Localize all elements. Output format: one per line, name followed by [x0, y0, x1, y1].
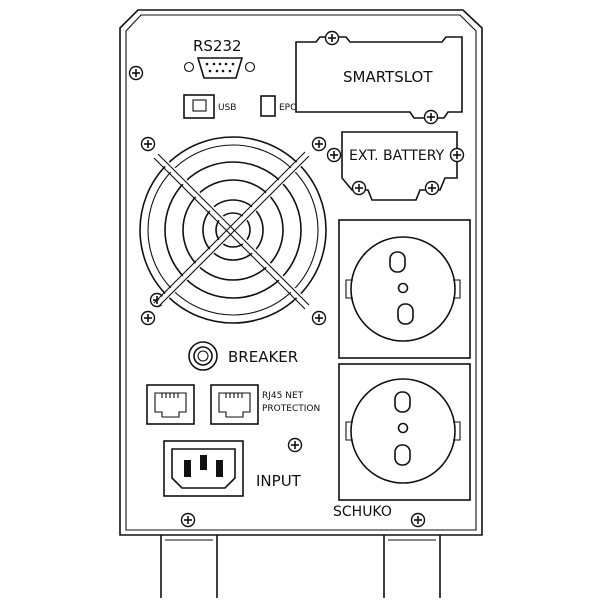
- breaker-button: [188, 341, 218, 371]
- panel-screw-icon: [311, 136, 327, 152]
- input-iec-inlet: [163, 440, 244, 497]
- ext-battery-screw-icon: [351, 180, 367, 196]
- rj45-label-line1: RJ45 NET: [262, 391, 304, 401]
- ext-battery-label: EXT. BATTERY: [349, 148, 445, 164]
- fan-grille-icon: [139, 136, 327, 324]
- input-label: INPUT: [256, 472, 302, 490]
- rj45-port-out: [210, 384, 259, 425]
- ext-battery-screw-icon: [449, 147, 465, 163]
- ext-battery-screw-icon: [326, 147, 342, 163]
- epo-connector: [260, 95, 276, 117]
- usb-label: USB: [218, 103, 236, 113]
- smartslot-screw-icon: [423, 109, 439, 125]
- schuko-label: SCHUKO: [333, 504, 392, 520]
- panel-screw-icon: [287, 437, 303, 453]
- panel-screw-icon: [180, 512, 196, 528]
- left-foot: [160, 535, 218, 598]
- schuko-socket-upper: [338, 219, 471, 359]
- epo-label: EPO: [279, 103, 297, 113]
- panel-screw-icon: [128, 65, 144, 81]
- rj45-label-line2: PROTECTION: [262, 404, 320, 414]
- right-foot: [383, 535, 441, 598]
- rj45-port-in: [146, 384, 195, 425]
- usb-port: [183, 94, 215, 119]
- rs232-port: [183, 57, 256, 79]
- rs232-label: RS232: [193, 37, 242, 55]
- schuko-socket-lower: [338, 363, 471, 501]
- panel-screw-icon: [311, 310, 327, 326]
- ext-battery-connector: [326, 131, 465, 201]
- panel-screw-icon: [140, 136, 156, 152]
- panel-screw-icon: [140, 310, 156, 326]
- smartslot-cover: [295, 30, 463, 125]
- breaker-label: BREAKER: [228, 348, 298, 366]
- smartslot-screw-icon: [324, 30, 340, 46]
- ups-housing: [119, 9, 483, 536]
- smartslot-label: SMARTSLOT: [343, 68, 433, 86]
- ext-battery-screw-icon: [424, 180, 440, 196]
- panel-screw-icon: [410, 512, 426, 528]
